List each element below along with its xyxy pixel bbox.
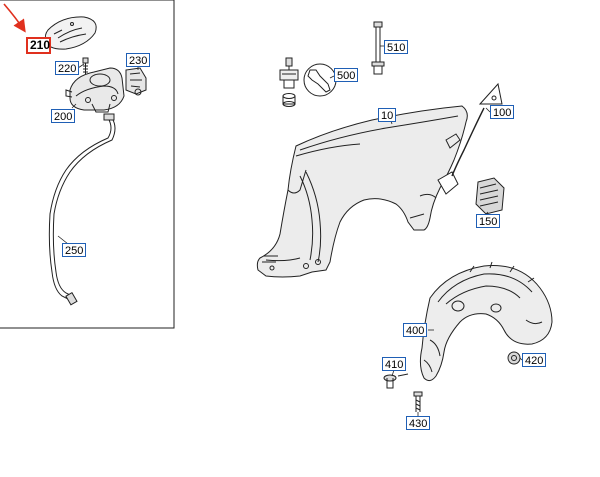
part-100-wedge <box>451 82 503 177</box>
callout-100[interactable]: 100 <box>490 105 514 119</box>
pointer-arrow <box>3 3 26 33</box>
callout-10[interactable]: 10 <box>378 108 396 122</box>
part-510-bolt <box>371 21 385 75</box>
part-200-filler-housing <box>65 67 125 113</box>
part-430-screw <box>413 391 423 412</box>
part-250-drain-hose <box>48 113 116 306</box>
callout-150[interactable]: 150 <box>476 214 500 228</box>
part-150-rubber-block <box>475 177 505 215</box>
callout-220[interactable]: 220 <box>55 61 79 75</box>
part-500-stud-set <box>279 57 299 107</box>
part-10-side-panel <box>256 105 468 278</box>
callout-510[interactable]: 510 <box>384 40 408 54</box>
inset-frame <box>0 0 175 329</box>
callout-430[interactable]: 430 <box>406 416 430 430</box>
callout-230[interactable]: 230 <box>126 53 150 67</box>
part-400-wheel-liner <box>419 261 553 382</box>
callout-200[interactable]: 200 <box>51 109 75 123</box>
part-210-fuel-flap <box>44 16 97 50</box>
part-230-actuator <box>125 67 147 96</box>
part-410-rivet <box>383 373 409 389</box>
wrench-icon <box>303 63 337 97</box>
callout-420[interactable]: 420 <box>522 353 546 367</box>
callout-500[interactable]: 500 <box>334 68 358 82</box>
callout-410[interactable]: 410 <box>382 357 406 371</box>
callout-250[interactable]: 250 <box>62 243 86 257</box>
part-420-clip-nut <box>507 351 521 365</box>
callout-400[interactable]: 400 <box>403 323 427 337</box>
callout-210[interactable]: 210 <box>26 37 51 54</box>
part-220-screw <box>82 57 89 74</box>
